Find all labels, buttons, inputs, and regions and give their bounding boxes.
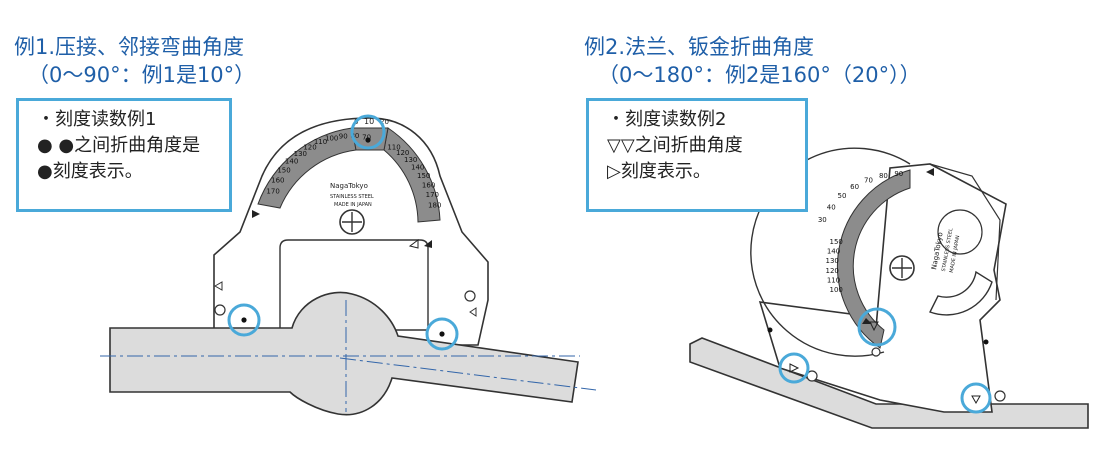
scale-label: 180	[428, 201, 441, 209]
callout2-line2: ▽▽之间折曲角度	[607, 135, 743, 156]
scale-label: 160	[271, 177, 284, 185]
example1-title: 例1.压接、邻接弯曲角度	[14, 35, 245, 59]
gauge2-arm	[929, 163, 1001, 301]
scale-label: 170	[426, 191, 439, 199]
scale-label: 150	[277, 167, 290, 175]
scale-label: 50	[838, 192, 847, 200]
scale-label: 90	[894, 170, 903, 178]
marker-triangle-icon	[424, 240, 432, 248]
scale-label: 140	[285, 158, 298, 166]
scale-label: 90	[339, 133, 348, 141]
callout1-line1: ・刻度读数例1	[37, 109, 157, 130]
scale-label: 100	[325, 135, 338, 143]
scale-label: 30	[818, 216, 827, 224]
example1-callout: ・刻度读数例1 ● ●之间折曲角度是 ●刻度表示。	[16, 98, 232, 212]
example1-subtitle: （0〜90°：例1是10°）	[28, 63, 256, 87]
scale-label: 120	[303, 143, 316, 151]
example2-subtitle: （0〜180°：例2是160°（20°））	[598, 63, 921, 87]
marker-triangle-icon	[862, 318, 872, 324]
gauge1-origin: MADE IN JAPAN	[334, 202, 372, 208]
scale-label: 70	[362, 133, 371, 141]
gauge1-brand: NagaTokyo	[330, 182, 368, 190]
gauge2-disc-outline	[750, 147, 911, 357]
callout1-line3: ●刻度表示。	[37, 161, 143, 182]
marker-triangle-icon	[926, 168, 934, 176]
scale-label: 150	[417, 172, 430, 180]
gauge1-material: STAINLESS STEEL	[330, 194, 374, 200]
callout2-line3: ▷刻度表示。	[607, 161, 711, 182]
scale-label: 80	[879, 172, 888, 180]
scale-label: 100	[830, 286, 843, 294]
callout1-line2: ● ●之间折曲角度是	[37, 135, 201, 156]
callout2-line1: ・刻度读数例2	[607, 109, 727, 130]
gauge1-reading-right: 20	[380, 118, 389, 126]
scale-label: 130	[404, 156, 417, 164]
scale-label: 150	[830, 238, 843, 246]
highlight-circle	[960, 382, 992, 414]
gauge2-cutout	[929, 270, 993, 316]
scale-label: 120	[826, 267, 839, 275]
workpiece1	[109, 291, 579, 416]
scale-label: 160	[422, 182, 435, 190]
example1-diagram: NagaTokyo STAINLESS STEEL MADE IN JAPAN …	[100, 114, 597, 416]
highlight-circle	[857, 307, 897, 347]
scale-label: 130	[826, 257, 839, 265]
highlight-circle	[425, 317, 459, 351]
scale-label: 110	[827, 277, 840, 285]
scale-label: 130	[294, 150, 307, 158]
scale-label: 80	[350, 132, 359, 140]
highlight-circle	[778, 352, 810, 384]
highlight-circle	[227, 303, 261, 337]
scale-label: 70	[864, 176, 873, 184]
scale-label: 40	[827, 203, 836, 211]
scale-label: 60	[850, 183, 859, 191]
scale-label: 110	[387, 143, 400, 151]
scale-label: 170	[266, 187, 279, 195]
marker-triangle-icon	[252, 210, 260, 218]
scale-label: 120	[396, 149, 409, 157]
gauge1-reading-top: 10	[364, 117, 374, 126]
example2-title: 例2.法兰、钣金折曲角度	[584, 35, 815, 59]
gauge2-disc	[836, 169, 911, 349]
marker-triangle-icon	[408, 239, 419, 249]
example2-diagram: NagaTokyo STAINLESS STEEL MADE IN JAPAN …	[689, 147, 1089, 429]
scale-label: 140	[411, 164, 424, 172]
highlight-circle	[350, 114, 386, 150]
scale-label: 140	[827, 247, 840, 255]
gauge1-scale-right	[383, 127, 441, 223]
example2-callout: ・刻度读数例2 ▽▽之间折曲角度 ▷刻度表示。	[586, 98, 808, 212]
scale-label: 110	[314, 138, 327, 146]
